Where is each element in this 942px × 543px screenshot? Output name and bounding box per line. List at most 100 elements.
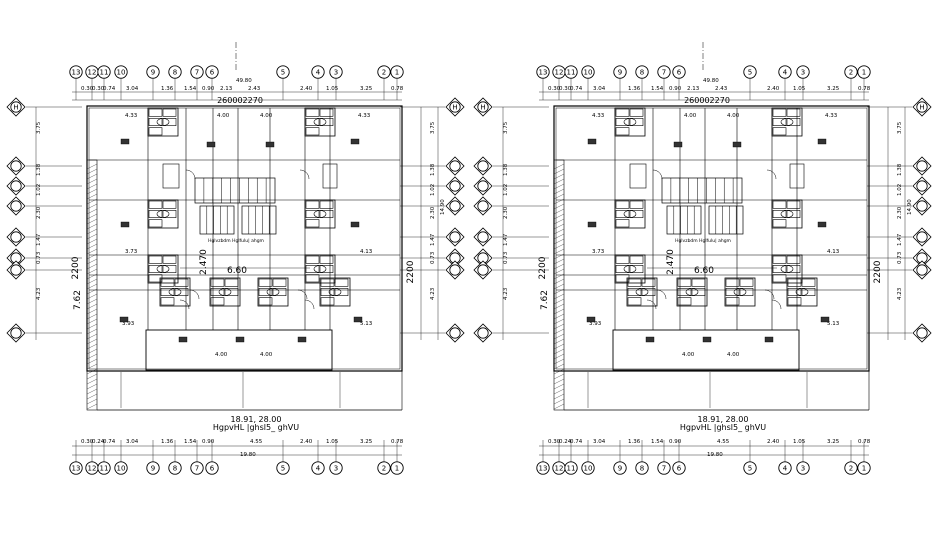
axis-bubble: 4 (311, 461, 325, 475)
axis-bubble-label: 6 (677, 69, 682, 77)
axis-marker-circle (449, 160, 461, 172)
toilet (780, 118, 794, 126)
axis-marker-circle (10, 101, 22, 113)
dimension-label: 2.13 (220, 86, 233, 92)
hatch-line (86, 173, 98, 180)
building-label: HgpvHL |ghsl5_ ghVU (680, 423, 766, 432)
room-dimension: 4.33 (125, 113, 138, 119)
dimension-label: 0.73 (36, 251, 42, 264)
fixture (162, 118, 177, 126)
axis-marker-label: H (480, 104, 485, 112)
axis-bubble-label: 5 (748, 465, 752, 473)
fixture (148, 127, 163, 136)
fixture (148, 219, 163, 228)
hatch-line (553, 253, 565, 260)
bathroom-fixtures (209, 277, 241, 307)
fixture (691, 288, 706, 296)
axis-bubble-label: 4 (783, 465, 788, 473)
dimension-label: 4.23 (503, 287, 509, 300)
hatch-line (86, 268, 98, 275)
bathroom-wall (147, 199, 179, 229)
bathroom-wall (159, 277, 191, 307)
axis-marker (445, 323, 465, 343)
dimension-label: 2.43 (248, 86, 261, 92)
hatch-line (553, 383, 565, 390)
fixture (148, 210, 163, 218)
fixture (786, 265, 801, 273)
bathroom-wall (724, 277, 756, 307)
axis-bubble-label: 13 (539, 465, 548, 473)
dimension-label: 2200 (873, 260, 883, 283)
fixture (629, 108, 644, 117)
axis-bubble-label: 1 (862, 465, 866, 473)
axis-bubble: 1 (857, 65, 871, 79)
axis-bubble-label: 11 (100, 69, 109, 77)
overall-dimension: 49.80 (236, 78, 252, 84)
toilet (156, 210, 170, 218)
hatch-line (553, 248, 565, 255)
axis-bubble-label: 7 (662, 69, 666, 77)
axis-bubble-label: 11 (567, 465, 576, 473)
bathroom-fixtures (304, 199, 336, 229)
axis-marker (912, 156, 932, 176)
axis-marker (445, 248, 465, 268)
dimension-label: 0.30 (548, 439, 561, 445)
fixture (162, 265, 177, 273)
axis-bubble: 10 (114, 65, 128, 79)
dimension-label: 0.78 (391, 439, 404, 445)
axis-bubble: 11 (97, 65, 111, 79)
fixture (739, 288, 754, 296)
dimension-label: 0.30 (92, 86, 105, 92)
room-dimension: 4.00 (260, 352, 273, 358)
room-dimension: 4.33 (592, 113, 605, 119)
fixture (627, 297, 642, 306)
door-swing (179, 299, 190, 310)
hatch-line (86, 298, 98, 305)
axis-marker-circle (449, 200, 461, 212)
door-swing (656, 289, 667, 300)
axis-bubble-label: 10 (117, 69, 126, 77)
fixture (772, 265, 787, 273)
axis-bubble: 6 (205, 65, 219, 79)
hatch-line (553, 198, 565, 205)
axis-marker-circle (10, 264, 22, 276)
fixture (258, 278, 273, 287)
room-dimension: 4.00 (684, 113, 697, 119)
axis-marker (473, 227, 493, 247)
fixture (224, 288, 239, 296)
axis-marker (473, 260, 493, 280)
axis-bubble-label: 3 (334, 69, 338, 77)
hatch-line (553, 368, 565, 375)
fixture (305, 210, 320, 218)
room-tag (235, 336, 245, 343)
room-tag (120, 221, 130, 228)
axis-marker-circle (916, 200, 928, 212)
hatch-line (86, 258, 98, 265)
bathroom-wall (319, 277, 351, 307)
axis-bubble-label: 13 (72, 69, 81, 77)
axis-marker-circle (449, 264, 461, 276)
axis-bubble: 12 (552, 461, 566, 475)
dimension-label: 2200 (406, 260, 416, 283)
fixture (174, 288, 189, 296)
axis-bubble: 2 (377, 461, 391, 475)
axis-bubble: 4 (311, 65, 325, 79)
building-outline (553, 105, 870, 411)
room-dimension: 4.00 (215, 352, 228, 358)
dimension-label: 3.75 (503, 121, 509, 134)
door-swing (766, 169, 777, 180)
fixture (629, 255, 644, 264)
axis-bubble: 6 (672, 65, 686, 79)
porch-step (322, 163, 338, 189)
hatch-line (86, 373, 98, 380)
fixture (641, 278, 656, 287)
bathroom-fixtures (724, 277, 756, 307)
lower-wing (145, 329, 333, 371)
axis-bubble-label: 8 (640, 69, 644, 77)
bathroom-fixtures (771, 254, 803, 284)
dimension-label: 3.25 (360, 86, 373, 92)
overall-dimension: 14.90 (440, 199, 446, 215)
room-tag (350, 221, 360, 228)
hatch-line (86, 238, 98, 245)
toilet (313, 118, 327, 126)
